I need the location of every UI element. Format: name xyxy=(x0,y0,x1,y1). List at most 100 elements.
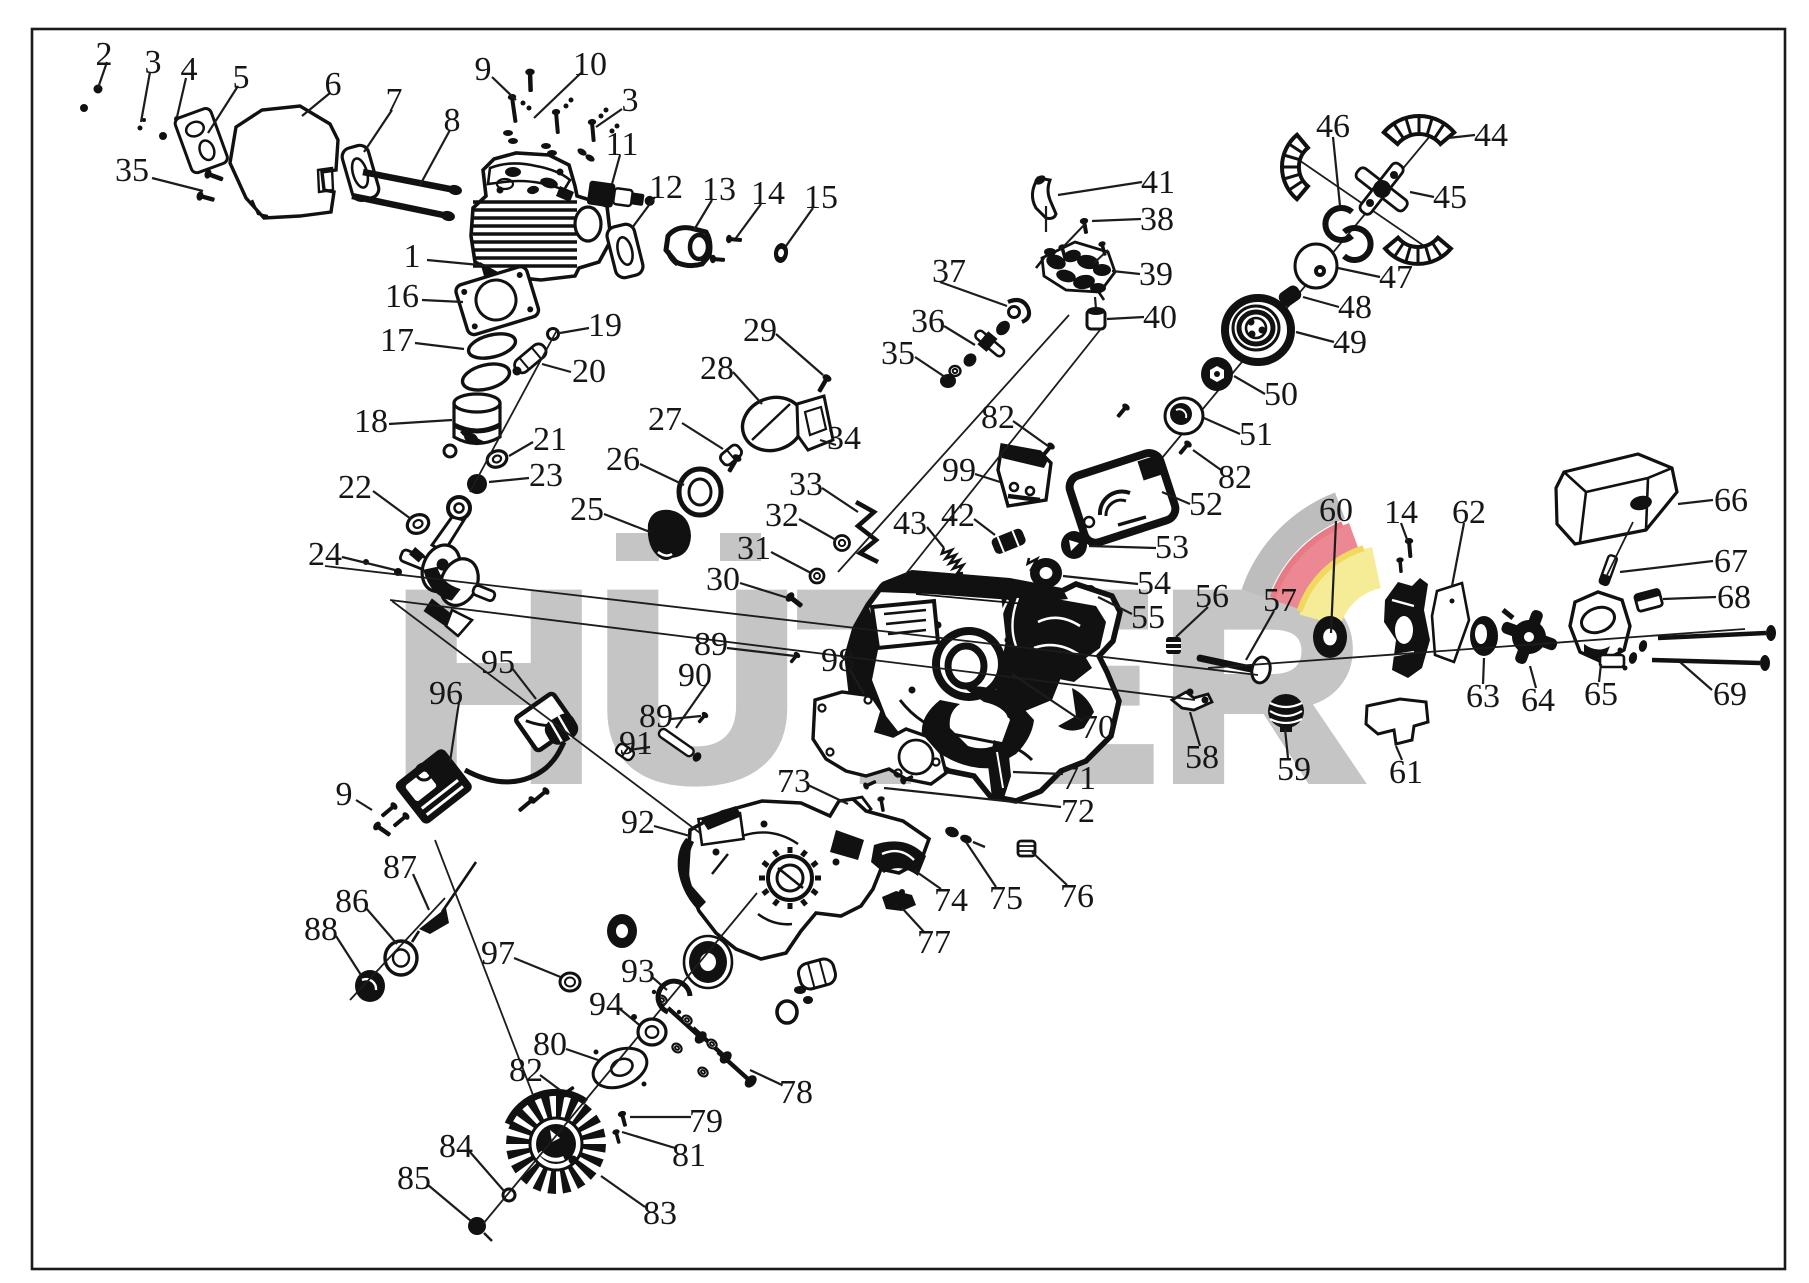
svg-text:35: 35 xyxy=(881,335,915,372)
svg-text:40: 40 xyxy=(1143,299,1177,336)
svg-text:41: 41 xyxy=(1141,164,1175,201)
svg-text:82: 82 xyxy=(509,1052,543,1089)
svg-text:33: 33 xyxy=(789,466,823,503)
svg-text:9: 9 xyxy=(475,51,492,88)
svg-text:70: 70 xyxy=(1081,709,1115,746)
svg-text:84: 84 xyxy=(439,1128,473,1165)
svg-text:29: 29 xyxy=(743,312,777,349)
svg-text:96: 96 xyxy=(429,675,463,712)
svg-text:49: 49 xyxy=(1333,324,1367,361)
svg-text:18: 18 xyxy=(354,403,388,440)
svg-text:27: 27 xyxy=(648,401,682,438)
svg-text:51: 51 xyxy=(1239,416,1273,453)
svg-text:99: 99 xyxy=(942,452,976,489)
svg-text:66: 66 xyxy=(1714,482,1748,519)
svg-text:14: 14 xyxy=(1384,494,1418,531)
svg-text:93: 93 xyxy=(621,953,655,990)
svg-text:92: 92 xyxy=(621,804,655,841)
svg-text:11: 11 xyxy=(606,126,639,163)
svg-text:50: 50 xyxy=(1264,376,1298,413)
svg-text:25: 25 xyxy=(570,491,604,528)
svg-text:61: 61 xyxy=(1389,754,1423,791)
svg-text:80: 80 xyxy=(533,1026,567,1063)
svg-text:36: 36 xyxy=(911,303,945,340)
svg-text:77: 77 xyxy=(917,924,951,961)
svg-text:37: 37 xyxy=(932,253,966,290)
svg-text:91: 91 xyxy=(619,725,653,762)
svg-text:2: 2 xyxy=(96,36,113,73)
svg-text:42: 42 xyxy=(941,497,975,534)
svg-text:82: 82 xyxy=(1218,459,1252,496)
svg-text:55: 55 xyxy=(1131,599,1165,636)
svg-text:83: 83 xyxy=(643,1195,677,1232)
svg-text:3: 3 xyxy=(145,44,162,81)
svg-text:15: 15 xyxy=(804,179,838,216)
svg-text:17: 17 xyxy=(380,322,414,359)
svg-text:94: 94 xyxy=(589,986,623,1023)
svg-text:5: 5 xyxy=(233,59,250,96)
svg-text:75: 75 xyxy=(989,880,1023,917)
svg-text:28: 28 xyxy=(700,350,734,387)
svg-text:46: 46 xyxy=(1316,108,1350,145)
svg-text:54: 54 xyxy=(1137,565,1171,602)
svg-text:74: 74 xyxy=(934,882,968,919)
svg-text:13: 13 xyxy=(702,171,736,208)
svg-text:71: 71 xyxy=(1062,760,1096,797)
svg-text:88: 88 xyxy=(304,911,338,948)
svg-text:47: 47 xyxy=(1379,259,1413,296)
svg-text:45: 45 xyxy=(1433,179,1467,216)
svg-text:7: 7 xyxy=(386,82,403,119)
svg-text:97: 97 xyxy=(481,935,515,972)
svg-text:56: 56 xyxy=(1195,578,1229,615)
svg-text:3: 3 xyxy=(622,82,639,119)
svg-text:98: 98 xyxy=(821,642,855,679)
svg-text:79: 79 xyxy=(689,1103,723,1140)
svg-text:6: 6 xyxy=(325,66,342,103)
svg-text:52: 52 xyxy=(1189,486,1223,523)
svg-text:85: 85 xyxy=(397,1160,431,1197)
svg-text:62: 62 xyxy=(1452,494,1486,531)
svg-text:26: 26 xyxy=(606,441,640,478)
svg-text:38: 38 xyxy=(1140,201,1174,238)
svg-text:23: 23 xyxy=(529,457,563,494)
svg-text:89: 89 xyxy=(639,698,673,735)
svg-text:73: 73 xyxy=(777,763,811,800)
svg-text:53: 53 xyxy=(1155,529,1189,566)
svg-text:58: 58 xyxy=(1185,739,1219,776)
svg-text:1: 1 xyxy=(404,238,421,275)
svg-text:86: 86 xyxy=(335,883,369,920)
svg-text:81: 81 xyxy=(672,1137,706,1174)
svg-text:24: 24 xyxy=(308,536,342,573)
svg-text:69: 69 xyxy=(1713,676,1747,713)
svg-text:21: 21 xyxy=(533,421,567,458)
svg-text:67: 67 xyxy=(1714,543,1748,580)
svg-text:9: 9 xyxy=(336,776,353,813)
svg-text:12: 12 xyxy=(649,169,683,206)
svg-text:90: 90 xyxy=(678,657,712,694)
svg-text:10: 10 xyxy=(573,46,607,83)
svg-text:57: 57 xyxy=(1263,582,1297,619)
svg-text:63: 63 xyxy=(1466,678,1500,715)
svg-text:32: 32 xyxy=(765,497,799,534)
svg-text:22: 22 xyxy=(338,469,372,506)
svg-text:48: 48 xyxy=(1338,289,1372,326)
svg-text:64: 64 xyxy=(1521,682,1555,719)
svg-text:8: 8 xyxy=(444,102,461,139)
svg-text:72: 72 xyxy=(1061,793,1095,830)
svg-text:19: 19 xyxy=(588,307,622,344)
svg-text:44: 44 xyxy=(1474,117,1508,154)
svg-text:30: 30 xyxy=(706,561,740,598)
svg-text:59: 59 xyxy=(1277,751,1311,788)
svg-text:4: 4 xyxy=(181,51,198,88)
svg-text:89: 89 xyxy=(694,626,728,663)
svg-text:60: 60 xyxy=(1319,492,1353,529)
svg-text:82: 82 xyxy=(981,399,1015,436)
svg-text:65: 65 xyxy=(1584,676,1618,713)
svg-text:34: 34 xyxy=(827,420,861,457)
svg-text:14: 14 xyxy=(751,175,785,212)
svg-text:76: 76 xyxy=(1060,878,1094,915)
svg-text:95: 95 xyxy=(481,644,515,681)
svg-text:43: 43 xyxy=(893,505,927,542)
svg-text:78: 78 xyxy=(779,1074,813,1111)
svg-text:68: 68 xyxy=(1717,579,1751,616)
